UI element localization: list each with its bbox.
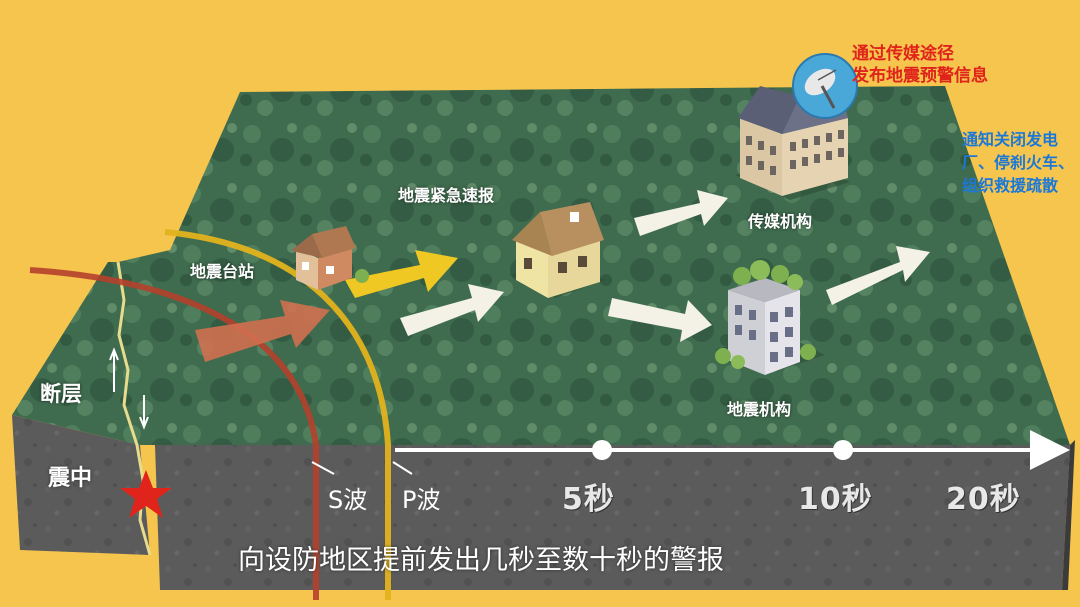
- caption: 向设防地区提前发出几秒至数十秒的警报: [238, 545, 724, 576]
- fault-motion-arrow-down: [139, 395, 149, 430]
- epicenter-star-icon: [120, 470, 172, 518]
- house-icon: [510, 202, 605, 298]
- time-marker-10s: [833, 440, 853, 460]
- p-wave-arrow-icon: [345, 250, 458, 298]
- s-wave-curve: [29, 267, 319, 600]
- fault-motion-arrow-up: [109, 347, 119, 392]
- express-label: 地震紧急速报: [398, 186, 495, 205]
- tick-5s: 5秒: [562, 482, 615, 517]
- school-building-icon: [735, 86, 850, 200]
- arrow-icon: [634, 190, 728, 236]
- station-house-icon: [290, 226, 369, 290]
- rock-cross-section: [155, 445, 1070, 590]
- arrow-icon: [826, 246, 930, 305]
- notify-text: 通知关闭发电厂、停刹火车、组织救援疏散: [962, 130, 1075, 195]
- p-wave-pointer: [392, 461, 413, 475]
- p-wave-curve: [164, 229, 391, 600]
- s-wave-label: S波: [328, 486, 368, 514]
- s-wave-arrow-icon: [195, 300, 330, 362]
- media-agency-label: 传媒机构: [748, 212, 813, 231]
- tick-20s: 20秒: [946, 482, 1021, 517]
- fault-label: 断层: [40, 382, 82, 406]
- p-wave-label: P波: [402, 486, 441, 514]
- satellite-dish-icon: [792, 53, 858, 119]
- media-notice-line1: 通过传媒途径: [852, 44, 954, 64]
- epicenter-label: 震中: [48, 466, 93, 491]
- s-wave-pointer: [311, 461, 335, 475]
- fault-block-surface: [12, 262, 155, 445]
- seismic-agency-label: 地震机构: [727, 400, 792, 419]
- arrow-icon: [400, 284, 504, 336]
- time-marker-5s: [592, 440, 612, 460]
- ground-side: [1062, 440, 1075, 590]
- office-building-icon: [715, 260, 825, 375]
- station-label: 地震台站: [190, 262, 255, 281]
- media-notice-line2: 发布地震预警信息: [852, 66, 988, 86]
- arrow-icon: [608, 298, 712, 342]
- fault-block-rock: [12, 415, 150, 555]
- tick-10s: 10秒: [798, 482, 873, 517]
